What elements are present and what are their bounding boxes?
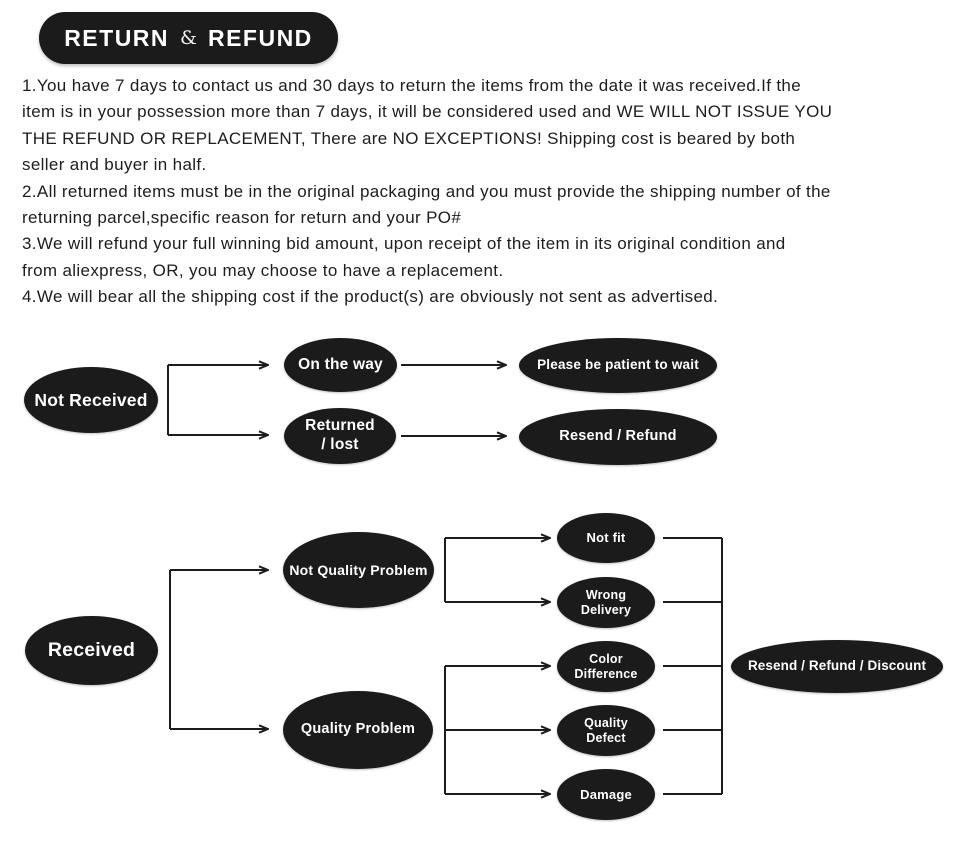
policy-line: from aliexpress, OR, you may choose to h…: [22, 260, 504, 280]
policy-line: 4.We will bear all the shipping cost if …: [22, 287, 719, 307]
flow-node-resend-refund-discount: Resend / Refund / Discount: [731, 640, 943, 693]
flow-node-not-quality-problem: Not Quality Problem: [283, 532, 434, 608]
policy-text: 1.You have 7 days to contact us and 30 d…: [22, 73, 832, 311]
policy-line: returning parcel,specific reason for ret…: [22, 208, 462, 228]
badge-word-refund: REFUND: [207, 24, 313, 51]
policy-line: item is in your possession more than 7 d…: [22, 102, 833, 122]
flow-node-wrong-delivery: Wrong Delivery: [557, 577, 655, 628]
policy-line: 3.We will refund your full winning bid a…: [22, 234, 786, 254]
flow-node-resend-refund: Resend / Refund: [519, 409, 717, 465]
flow-node-damage: Damage: [557, 769, 655, 820]
policy-line: THE REFUND OR REPLACEMENT, There are NO …: [22, 128, 796, 148]
flow-node-not-fit: Not fit: [557, 513, 655, 563]
flow-node-not-received: Not Received: [24, 367, 158, 433]
policy-line: seller and buyer in half.: [22, 155, 207, 175]
badge-word-return: RETURN: [64, 24, 170, 51]
flow-node-please-be-patient: Please be patient to wait: [519, 338, 717, 393]
flow-node-returned-lost: Returned / lost: [284, 408, 396, 464]
flow-node-color-difference: Color Difference: [557, 641, 655, 692]
header-badge: RETURN & REFUND: [39, 12, 338, 64]
flow-node-on-the-way: On the way: [284, 338, 397, 392]
badge-ampersand: &: [180, 26, 197, 49]
flow-node-quality-defect: Quality Defect: [557, 705, 655, 756]
flow-node-received: Received: [25, 616, 158, 685]
policy-line: 2.All returned items must be in the orig…: [22, 181, 831, 201]
policy-line: 1.You have 7 days to contact us and 30 d…: [22, 76, 802, 95]
flow-node-quality-problem: Quality Problem: [283, 691, 433, 769]
